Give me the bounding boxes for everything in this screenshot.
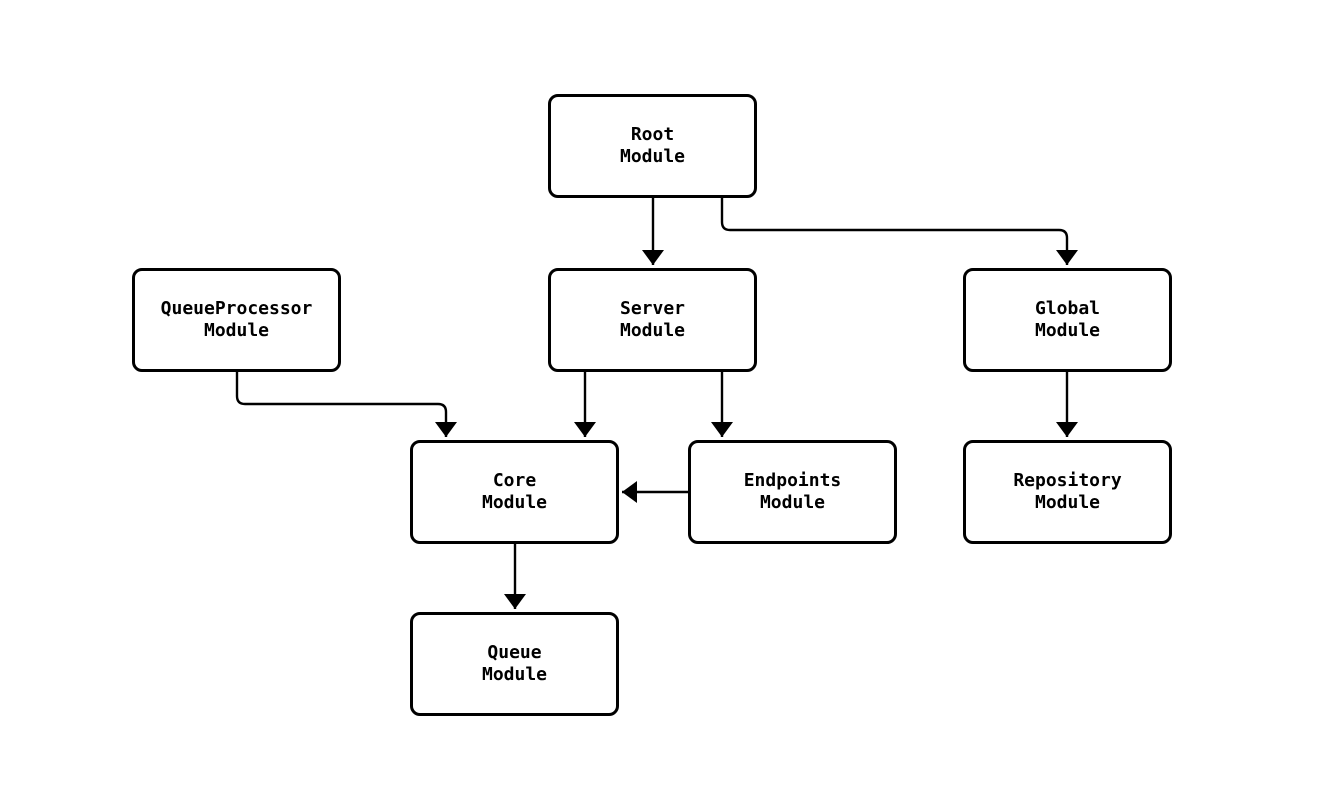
node-root-module-label: Root Module xyxy=(619,124,686,167)
node-repository-module-label: Repository Module xyxy=(1013,470,1122,513)
node-endpoints-module: Endpoints Module xyxy=(688,440,897,544)
node-core-module-label: Core Module xyxy=(481,470,548,513)
edge-queueprocessor-to-core xyxy=(235,372,457,437)
node-root-module: Root Module xyxy=(548,94,757,198)
node-queue-module: Queue Module xyxy=(410,612,619,716)
node-server-module: Server Module xyxy=(548,268,757,372)
node-queueprocessor-module-label: QueueProcessor Module xyxy=(160,298,313,341)
node-server-module-label: Server Module xyxy=(619,298,686,341)
node-global-module: Global Module xyxy=(963,268,1172,372)
node-queueprocessor-module: QueueProcessor Module xyxy=(132,268,341,372)
edge-root-to-global xyxy=(720,198,1078,265)
node-repository-module: Repository Module xyxy=(963,440,1172,544)
node-endpoints-module-label: Endpoints Module xyxy=(743,470,842,513)
node-core-module: Core Module xyxy=(410,440,619,544)
node-global-module-label: Global Module xyxy=(1034,298,1101,341)
node-queue-module-label: Queue Module xyxy=(481,642,548,685)
